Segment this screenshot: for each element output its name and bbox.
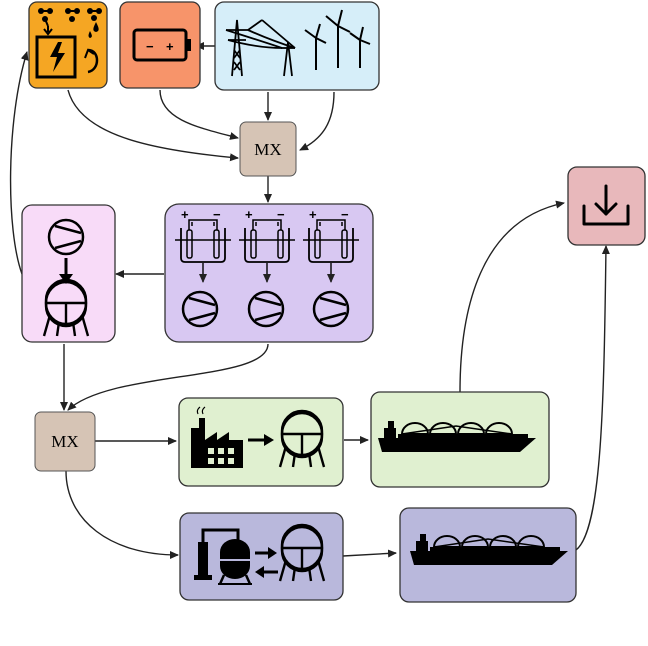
svg-text:+: + xyxy=(181,207,189,222)
conversion-plant-icon xyxy=(194,528,252,585)
compression-storage-box xyxy=(21,204,116,343)
svg-text:+: + xyxy=(245,207,253,222)
svg-text:+: + xyxy=(166,39,174,54)
mixer-bottom-label: MX xyxy=(51,432,78,451)
arrow-electrolysis-to-mixer2 xyxy=(67,343,269,411)
arrow-ship-to-export xyxy=(459,200,565,393)
svg-text:+: + xyxy=(309,207,317,222)
arrow-ptx-to-mixer xyxy=(67,89,239,162)
shipping-box-blue xyxy=(399,507,577,603)
arrow-renewables-to-mixer xyxy=(299,91,335,151)
download-icon xyxy=(582,184,630,226)
electrolyzer-icon: + − + − + − xyxy=(174,207,360,263)
export-box xyxy=(567,166,646,246)
power-grid-icon xyxy=(225,19,296,77)
battery-icon: − + xyxy=(132,28,191,62)
arrow-battery-to-mixer xyxy=(159,89,239,140)
svg-text:−: − xyxy=(146,39,154,54)
power-to-x-icon xyxy=(35,8,102,79)
connectors xyxy=(9,42,610,559)
arrow-conversion-to-ship xyxy=(342,549,397,558)
conversion-box xyxy=(179,512,344,601)
industry-box xyxy=(178,397,344,487)
mixer-top-label: MX xyxy=(254,140,281,159)
shipping-box-green xyxy=(370,391,550,488)
arrow-ship2-to-export xyxy=(575,245,610,551)
factory-icon xyxy=(191,406,243,468)
mixer-bottom: MX xyxy=(34,411,96,472)
electrolysis-box: + − + − + − xyxy=(164,203,374,343)
svg-text:−: − xyxy=(341,207,349,222)
svg-text:−: − xyxy=(213,207,221,222)
wind-turbines-icon xyxy=(304,9,371,70)
arrow-mixer2-to-conversion xyxy=(65,470,179,559)
arrow-storage-to-ptx xyxy=(9,51,29,275)
grid-renewables-box xyxy=(214,1,380,91)
mixer-top: MX xyxy=(239,121,297,177)
svg-text:−: − xyxy=(277,207,285,222)
power-to-x-box xyxy=(28,1,108,89)
battery-box: − + xyxy=(119,1,201,89)
